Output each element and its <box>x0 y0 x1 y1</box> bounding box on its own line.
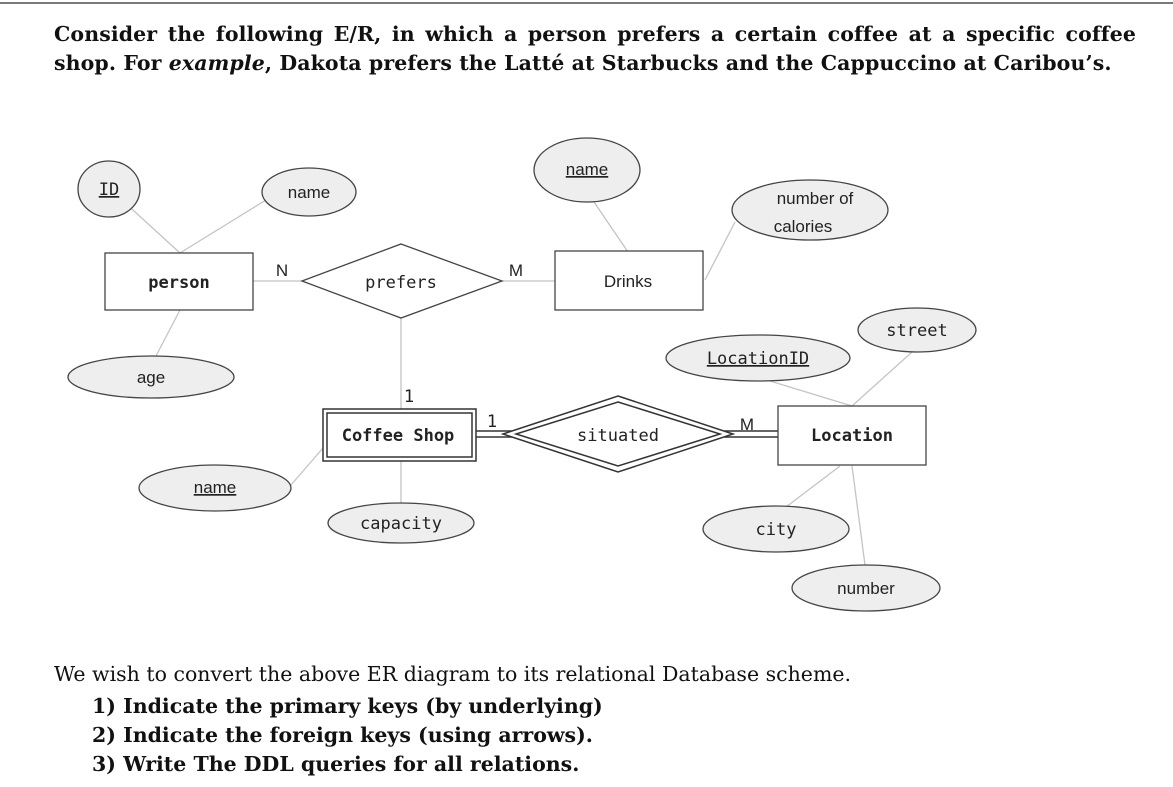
relationship-situated-label: situated <box>577 426 659 446</box>
attr-shop-name <box>138 464 292 512</box>
attr-drinks-name <box>533 137 641 203</box>
attr-location-street-label: street <box>886 321 947 341</box>
entity-drinks <box>554 250 704 311</box>
attr-drinks-name-label: name <box>566 160 609 179</box>
cardinality-prefers-drinks: M <box>509 261 523 280</box>
task-item: 3) Write The DDL queries for all relatio… <box>92 752 580 776</box>
line-location-number <box>851 465 866 566</box>
identifying-relationship-outer <box>500 395 736 473</box>
cardinality-situated-location: M <box>740 415 754 434</box>
cardinality-prefers-shop: 1 <box>404 387 414 407</box>
cardinality-person-prefers: N <box>276 261 288 280</box>
entity-drinks-label: Drinks <box>604 272 652 291</box>
attr-person-age-label: age <box>137 368 165 387</box>
page-top-rule <box>0 2 1173 4</box>
task-list: 1) Indicate the primary keys (by underly… <box>92 692 603 779</box>
attr-person-id-label: ID <box>99 180 119 200</box>
relationship-prefers <box>300 243 504 319</box>
attr-location-street <box>857 307 977 353</box>
line-location-city <box>781 465 841 511</box>
entity-coffee-shop-label: Coffee Shop <box>342 426 455 446</box>
attr-drinks-calories <box>731 179 889 241</box>
entity-location-label: Location <box>811 426 893 446</box>
intro-emphasis: example <box>168 51 265 75</box>
attr-shop-capacity <box>327 502 475 544</box>
attr-location-id <box>665 334 851 382</box>
line-person-age <box>155 309 181 357</box>
problem-intro: Consider the following E/R, in which a p… <box>54 20 1136 78</box>
identifying-relationship-inner <box>513 401 723 467</box>
attr-drinks-calories-label-1: number of <box>777 189 854 208</box>
entity-person <box>104 252 254 311</box>
attr-person-age <box>67 355 235 399</box>
attr-shop-capacity-label: capacity <box>360 514 442 534</box>
attr-person-id <box>77 160 141 218</box>
line-drinks-name <box>591 198 629 253</box>
attr-person-name <box>261 167 357 217</box>
relationship-prefers-label: prefers <box>365 273 437 293</box>
entity-person-label: person <box>148 273 209 293</box>
attr-location-number-label: number <box>837 579 895 598</box>
line-name-person <box>179 199 267 254</box>
task-item: 1) Indicate the primary keys (by underly… <box>92 694 603 718</box>
intro-text-1: Consider the following E/R, in which a p… <box>54 22 1136 75</box>
attr-drinks-calories-label-2: calories <box>774 217 833 236</box>
cardinality-shop-situated: 1 <box>487 412 497 432</box>
weak-entity-inner-border <box>326 412 473 458</box>
line-location-id <box>769 380 853 407</box>
line-location-street <box>851 351 913 407</box>
line-drinks-calories <box>704 221 736 281</box>
attr-location-city <box>702 505 850 553</box>
relationship-situated <box>500 395 736 473</box>
attr-shop-name-label: name <box>194 478 237 497</box>
entity-coffee-shop <box>322 408 477 462</box>
attr-location-city-label: city <box>756 520 797 540</box>
attr-location-number <box>791 564 941 612</box>
conversion-instruction: We wish to convert the above ER diagram … <box>54 662 852 686</box>
entity-location <box>777 405 927 466</box>
weak-entity-outer-border <box>322 408 477 462</box>
attr-location-id-label: LocationID <box>707 349 809 369</box>
task-item: 2) Indicate the foreign keys (using arro… <box>92 723 593 747</box>
attr-person-name-label: name <box>288 183 331 202</box>
intro-text-2: , Dakota prefers the Latté at Starbucks … <box>264 51 1112 75</box>
